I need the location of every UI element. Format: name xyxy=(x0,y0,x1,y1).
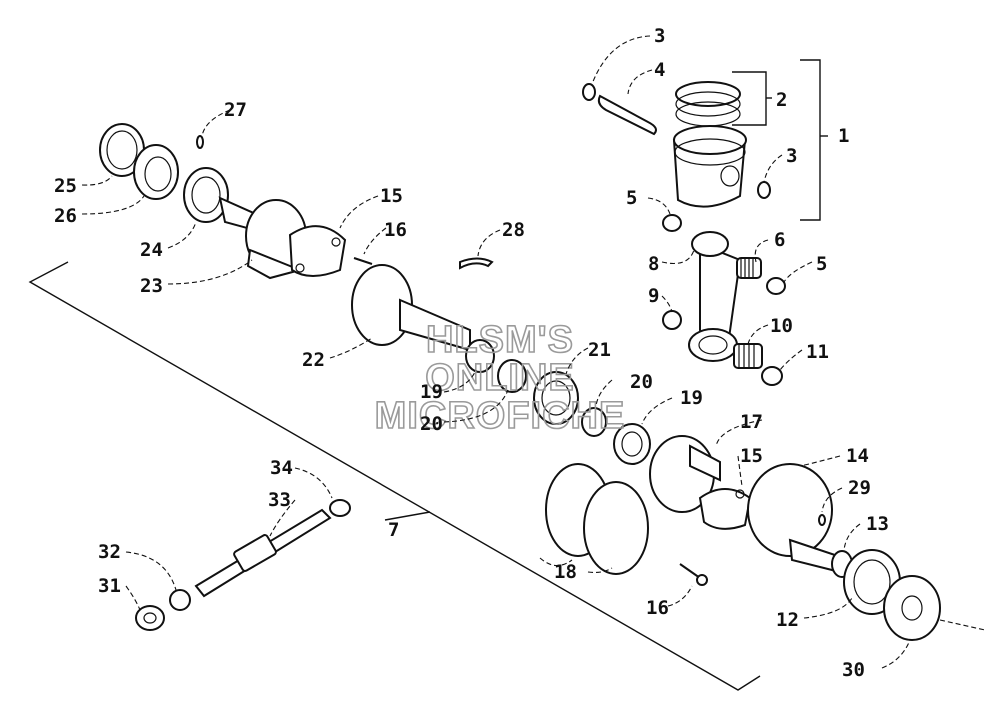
thrust-washer-5a xyxy=(662,214,682,232)
callout-20-left: 20 xyxy=(420,413,443,435)
washer-34 xyxy=(329,499,351,517)
crank-14 xyxy=(747,463,842,574)
crank-web-15a xyxy=(288,225,347,277)
pin-clip-right xyxy=(757,181,771,199)
callout-3-right: 3 xyxy=(786,145,797,167)
callout-1: 1 xyxy=(838,125,849,147)
callout-16-top: 16 xyxy=(384,219,407,241)
pin-clip-top xyxy=(582,83,596,101)
callout-16-bottom: 16 xyxy=(646,597,669,619)
piston xyxy=(672,81,747,208)
callout-8: 8 xyxy=(648,253,659,275)
circlip-28 xyxy=(459,257,494,270)
piston-pin xyxy=(597,94,657,136)
bolt-16a xyxy=(353,257,373,265)
callout-20-right: 20 xyxy=(630,371,653,393)
callout-26: 26 xyxy=(54,205,77,227)
crank-web-15b xyxy=(698,488,752,530)
callout-13: 13 xyxy=(866,513,889,535)
callout-19-left: 19 xyxy=(420,381,443,403)
thrust-washer-5b xyxy=(766,277,786,295)
callout-3-top: 3 xyxy=(654,25,665,47)
callout-11: 11 xyxy=(806,341,829,363)
washer-20a xyxy=(497,359,527,393)
ring-18b xyxy=(583,481,649,575)
callout-15-right: 15 xyxy=(740,445,763,467)
bolt-16b xyxy=(679,563,708,586)
big-end-bearing xyxy=(733,343,763,369)
callout-21: 21 xyxy=(588,339,611,361)
watermark-line3: MICROFICHE xyxy=(375,395,626,437)
leader-lines xyxy=(81,35,911,669)
callout-12: 12 xyxy=(776,609,799,631)
callout-33: 33 xyxy=(268,489,291,511)
callout-31: 31 xyxy=(98,575,121,597)
callout-4: 4 xyxy=(654,59,665,81)
callout-5-right: 5 xyxy=(816,253,827,275)
callout-28: 28 xyxy=(502,219,525,241)
callout-29: 29 xyxy=(848,477,871,499)
seal-30 xyxy=(883,575,941,641)
callout-22: 22 xyxy=(302,349,325,371)
callout-23: 23 xyxy=(140,275,163,297)
bearing-24 xyxy=(183,167,229,223)
shaft-33 xyxy=(194,508,332,598)
watermark-line2: ONLINE xyxy=(425,357,575,399)
callout-14: 14 xyxy=(846,445,869,467)
callout-9: 9 xyxy=(648,285,659,307)
callout-18: 18 xyxy=(554,561,577,583)
callout-24: 24 xyxy=(140,239,163,261)
crank-pin-22 xyxy=(351,264,471,352)
callout-5-left: 5 xyxy=(626,187,637,209)
callout-7: 7 xyxy=(388,519,399,541)
crankshaft-assembly-bracket xyxy=(28,261,761,691)
piston-bracket xyxy=(732,59,828,221)
callout-25: 25 xyxy=(54,175,77,197)
watermark-line1: HLSM'S xyxy=(426,319,574,361)
callout-15-left: 15 xyxy=(380,185,403,207)
callout-34: 34 xyxy=(270,457,293,479)
small-end-bearing xyxy=(736,257,762,279)
callout-19-right: 19 xyxy=(680,387,703,409)
washer-20b xyxy=(581,407,607,437)
callout-32: 32 xyxy=(98,541,121,563)
callout-10: 10 xyxy=(770,315,793,337)
callout-2: 2 xyxy=(776,89,787,111)
key-27 xyxy=(196,135,204,149)
callout-27: 27 xyxy=(224,99,247,121)
thrust-washer-9 xyxy=(662,310,682,330)
connecting-rod xyxy=(688,231,742,362)
nut-31 xyxy=(135,605,165,631)
washer-19a xyxy=(465,339,495,373)
thrust-washer-11 xyxy=(761,366,783,386)
callout-17: 17 xyxy=(740,411,763,433)
bearing-26 xyxy=(133,144,179,200)
bushing-32 xyxy=(169,589,191,611)
callout-labels: 1 2 3 3 4 5 5 6 7 8 9 10 11 12 13 14 15 … xyxy=(54,25,889,681)
key-29 xyxy=(818,514,826,526)
crank-half-17 xyxy=(649,435,721,513)
callout-6: 6 xyxy=(774,229,785,251)
watermark: HLSM'S ONLINE MICROFICHE xyxy=(374,318,626,438)
gear-21 xyxy=(533,371,579,425)
callout-30: 30 xyxy=(842,659,865,681)
bearing-19b xyxy=(613,423,651,465)
